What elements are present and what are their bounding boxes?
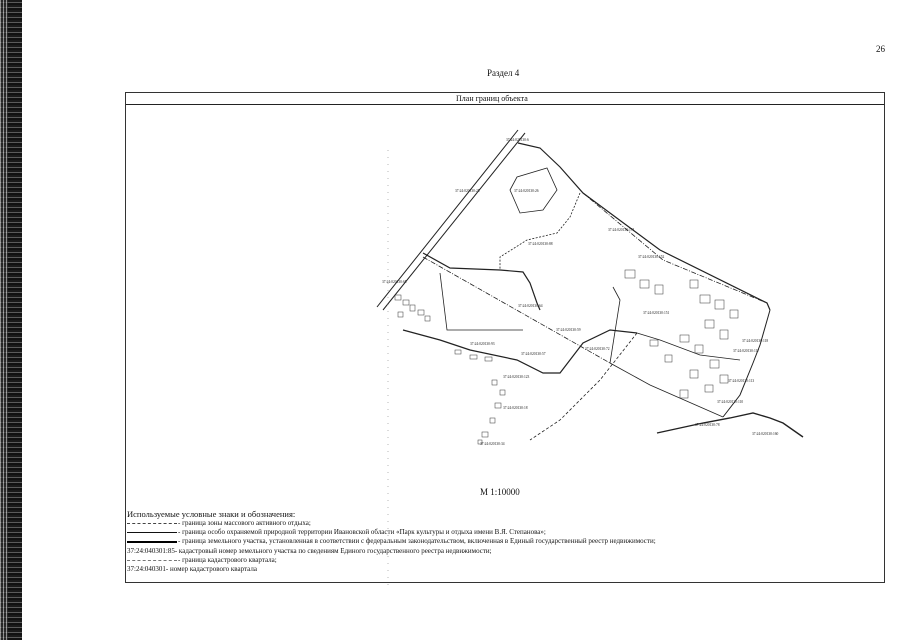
legend-symbol-dashed-line [127,523,177,525]
zone-boundary [422,252,541,311]
dash-dot-boundary [529,332,638,441]
parcel-label: 37:24:020130:110 [717,400,743,404]
legend-item: - граница зоны массового активного отдых… [127,519,877,528]
legend-item: 37:24:040301:85 - кадастровый номер земе… [127,547,877,556]
legend-item: - граница особо охраняемой природной тер… [127,528,877,537]
plan-frame: План границ объекта [125,92,885,583]
legend-text: - номер кадастрового квартала [165,565,257,574]
legend-text: - граница кадастрового квартала; [178,555,277,564]
parcel-label: 37:24:020130:18 [503,406,528,410]
small-parcels [394,269,739,445]
dash-dot-boundary [582,192,768,304]
map-scale: М 1:10000 [480,487,520,497]
parcel-label: 37:24:020130:64 [518,304,543,308]
parcel-label: 37:24:020130:113 [728,379,754,383]
zone-boundary [636,332,741,361]
parcel-label: 37:24:020130:65 [382,280,407,284]
legend-text: - граница земельного участка, установлен… [178,537,656,546]
legend-item: 37:24:040301 - номер кадастрового кварта… [127,565,877,574]
road-strip-line [382,132,526,311]
parcel-label: 37:24:020130:88 [528,242,553,246]
parcel-label: 37:24:020130:57 [521,352,546,356]
parcel-label: 37:24:020130:72 [585,347,610,351]
parcel-label: 37:24:020130:78 [695,423,720,427]
parcel-label: 37:24:020130:174 [608,228,635,232]
legend-heading: Используемые условные знаки и обозначени… [127,509,296,519]
dash-dot-boundary [422,256,611,364]
scan-edge-shadow [0,0,22,640]
legend: Используемые условные знаки и обозначени… [127,509,877,574]
parcel-label: 37:24:020130:34 [480,442,505,446]
parcel-label: 37:24:020130:152 [638,255,665,259]
legend-text: - граница зоны массового активного отдых… [178,519,311,527]
parcel-label: 37:24:020130:6 [506,138,529,142]
page-number: 26 [876,44,885,54]
legend-item: - граница земельного участка, установлен… [127,537,877,546]
legend-symbol-code: 37:24:040301 [127,565,166,574]
legend-symbol-quarter-line [127,559,177,561]
legend-symbol-thick-line [127,541,177,543]
parcel-label: 37:24:020130:117 [733,349,759,353]
legend-item: - граница кадастрового квартала; [127,556,877,565]
legend-text: - кадастровый номер земельного участка п… [174,546,492,555]
legend-symbol-solid-line [127,532,177,534]
zone-boundary [439,272,523,331]
legend-symbol-code: 37:24:040301:85 [127,546,175,555]
parcel-label: 37:24:020130:123 [503,375,530,379]
parcel-label: 37:24:020130:59 [556,328,581,332]
plan-title-row: План границ объекта [126,93,884,105]
dashed-boundary [499,192,581,270]
cluster-boundary [609,286,724,418]
parcel-label: 37:24:020130:26 [514,189,539,193]
parcel-label: 37:24:020130:160 [752,432,779,436]
river-line [656,412,804,438]
section-heading: Раздел 4 [487,68,520,78]
parcel-outline [509,167,558,214]
parcel-label: 37:24:020130:93 [470,342,495,346]
zone-boundary [517,142,771,311]
legend-text: - граница особо охраняемой природной тер… [178,528,546,537]
parcel-labels: 37:24:020130:6 37:24:020130:25 37:24:020… [382,138,779,446]
parcel-label: 37:24:020130:25 [455,189,480,193]
parcel-label: 37:24:020130:151 [643,311,670,315]
zone-boundary [402,329,638,374]
parcel-label: 37:24:020130:118 [742,339,768,343]
plan-title: План границ объекта [456,94,528,103]
road-strip-line [376,129,519,308]
zone-boundary [722,309,771,418]
